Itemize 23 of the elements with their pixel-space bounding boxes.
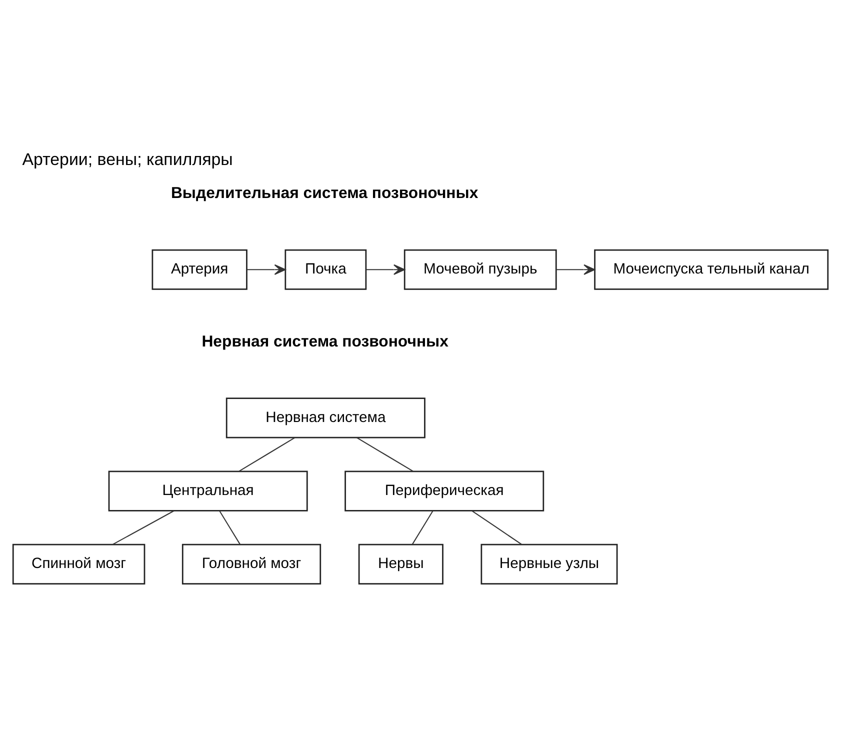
node-box: Периферическая <box>344 470 544 512</box>
label: Нервная система позвоночных <box>202 333 448 350</box>
connector <box>219 510 240 545</box>
connector <box>238 437 296 472</box>
node-box: Центральная <box>108 470 308 512</box>
arrow <box>556 264 596 275</box>
node-box: Нервная система <box>226 398 426 438</box>
connector <box>412 510 434 545</box>
node-box: Почка <box>284 249 367 290</box>
label: Выделительная система позвоночных <box>170 185 478 202</box>
diagram-title: Артерии; вены; капилляры <box>22 150 233 170</box>
node-box: Нервы <box>358 544 444 584</box>
connector <box>356 437 414 472</box>
node-box: Мочевой пузырь <box>404 249 557 290</box>
arrow <box>246 264 286 275</box>
node-box: Спинной мозг <box>12 544 146 584</box>
connector <box>472 510 522 545</box>
arrow <box>366 264 406 275</box>
node-box: Мочеиспуска тельный канал <box>594 249 829 290</box>
node-box: Головной мозг <box>182 544 322 584</box>
node-box: Артерия <box>152 249 248 290</box>
connector <box>112 510 174 545</box>
node-box: Нервные узлы <box>480 544 618 584</box>
